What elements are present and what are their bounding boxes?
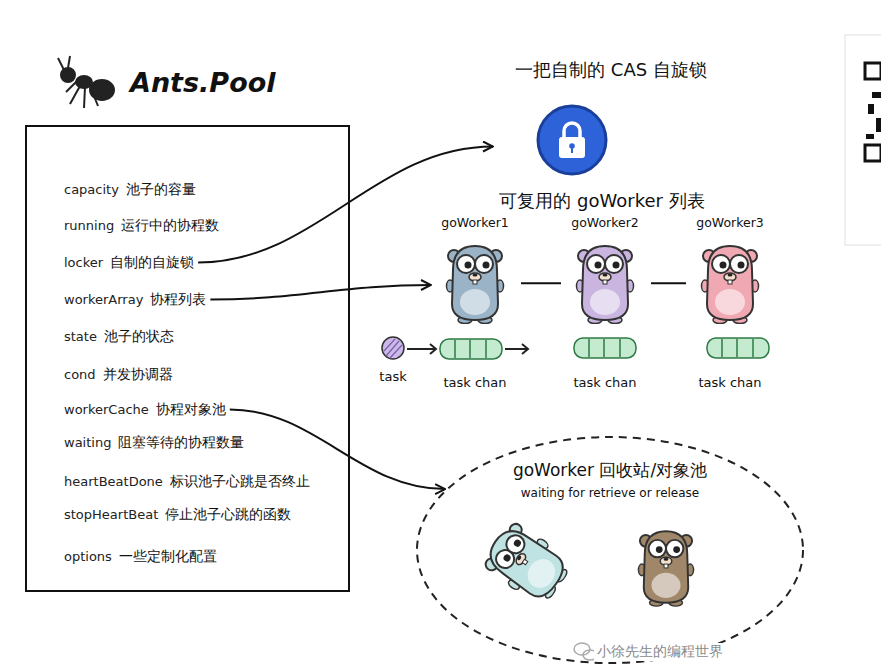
field-desc: 池子的容量 [126, 181, 196, 199]
field-desc: 池子的状态 [104, 328, 174, 346]
channel-label: task chan [573, 375, 636, 390]
field-name: stopHeartBeat [64, 507, 158, 522]
gopher-figure [479, 518, 575, 609]
field-desc: 停止池子心跳的函数 [165, 506, 291, 524]
field-desc: 阻塞等待的协程数量 [118, 434, 244, 452]
gopher-figure [577, 246, 634, 324]
lock-icon [538, 106, 606, 174]
watermark: 小徐先生的编程世界 [594, 643, 726, 661]
worker-name: goWorker3 [696, 215, 764, 230]
gopher-figure [447, 246, 504, 324]
gopher-figure [702, 246, 759, 324]
field-desc: 运行中的协程数 [121, 217, 219, 235]
field-row: stopHeartBeat 停止池子心跳的函数 [64, 506, 291, 524]
worker-node: goWorker1 task chan [433, 215, 517, 390]
field-desc: 标识池子心跳是否终止 [170, 473, 310, 491]
lock-heading: 一把自制的 CAS 自旋锁 [515, 58, 707, 82]
connector [210, 285, 431, 300]
connector [521, 282, 561, 284]
field-row: workerArray 协程列表 [64, 291, 206, 309]
field-desc: 一些定制化配置 [119, 548, 217, 566]
connector [198, 147, 493, 263]
pool-subtitle: waiting for retrieve or release [521, 486, 699, 500]
field-name: options [64, 549, 112, 564]
lock-node: 一把自制的 CAS 自旋锁 [495, 58, 727, 176]
worker-node: goWorker2 task chan [563, 215, 647, 390]
ant-icon [58, 56, 114, 108]
ellipse-outline [417, 437, 803, 663]
worker-node: goWorker3 task chan [688, 215, 772, 390]
channel-label: task chan [698, 375, 761, 390]
field-name: heartBeatDone [64, 474, 163, 489]
field-row: locker 自制的自旋锁 [64, 254, 194, 272]
field-row: running 运行中的协程数 [64, 217, 219, 235]
task-dot [382, 337, 404, 359]
pool-ellipse: goWorker 回收站/对象池 waiting for retrieve or … [415, 435, 805, 665]
field-name: running [64, 218, 114, 233]
field-desc: 协程对象池 [156, 401, 226, 419]
field-row: waiting 阻塞等待的协程数量 [64, 434, 244, 452]
field-name: locker [64, 255, 103, 270]
struct-title: Ants.Pool [130, 67, 276, 98]
field-row: heartBeatDone 标识池子心跳是否终止 [64, 473, 310, 491]
connector [651, 282, 686, 284]
worker-name: goWorker2 [571, 215, 639, 230]
field-name: workerArray [64, 292, 143, 307]
field-name: waiting [64, 435, 111, 450]
pool-heading: goWorker 回收站/对象池 [513, 459, 707, 482]
field-row: capacity 池子的容量 [64, 181, 196, 199]
field-name: state [64, 329, 97, 344]
text-label: 可复用的 goWorker 列表 [499, 189, 704, 213]
text-label: task [379, 369, 406, 384]
field-name: workerCache [64, 402, 149, 417]
field-desc: 并发协调器 [103, 366, 173, 384]
channel-tube [440, 338, 769, 359]
field-row: options 一些定制化配置 [64, 548, 217, 566]
field-desc: 协程列表 [150, 291, 206, 309]
channel-label: task chan [443, 375, 506, 390]
field-row: cond 并发协调器 [64, 366, 173, 384]
field-desc: 自制的自旋锁 [110, 254, 194, 272]
field-name: capacity [64, 182, 119, 197]
gopher-figure [638, 531, 693, 606]
struct-box: Ants.Poolcapacity池子的容量running运行中的协程数lock… [25, 125, 350, 592]
field-row: workerCache 协程对象池 [64, 401, 226, 419]
field-name: cond [64, 367, 96, 382]
worker-name: goWorker1 [441, 215, 509, 230]
side-card [845, 35, 881, 245]
field-row: state 池子的状态 [64, 328, 174, 346]
